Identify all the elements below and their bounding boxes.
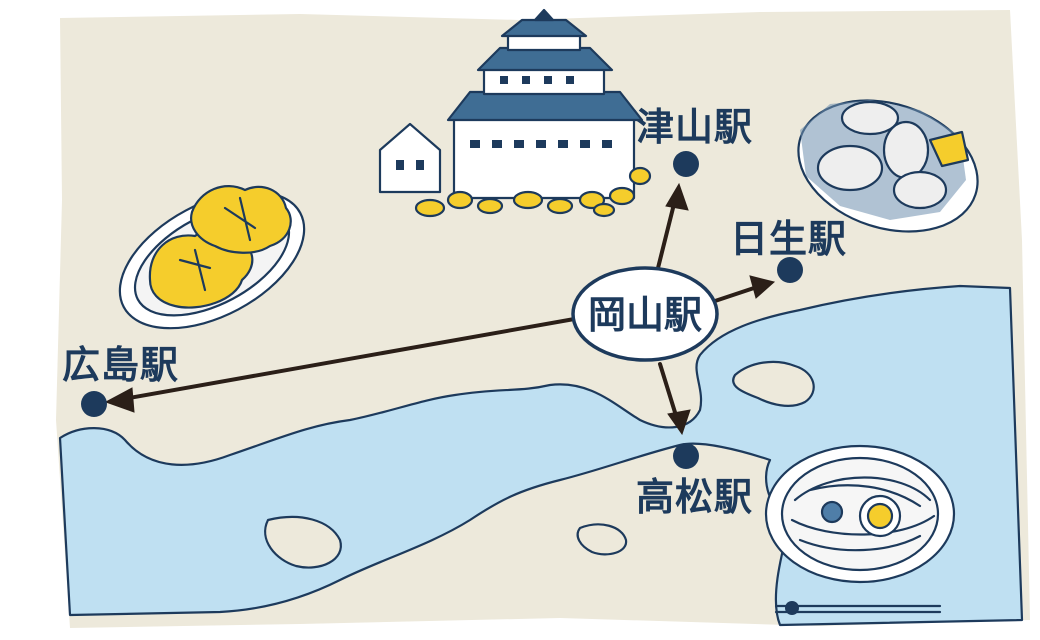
station-dot-tsuyama[interactable] — [673, 151, 699, 177]
station-dot-takamatsu[interactable] — [673, 443, 699, 469]
route-arrowhead-hiroshima — [104, 387, 135, 413]
hub-okayama[interactable]: 岡山駅 — [571, 266, 719, 362]
station-label-hiroshima[interactable]: 広島駅 — [62, 343, 179, 387]
route-arrow-hinase — [710, 284, 762, 304]
station-label-takamatsu[interactable]: 高松駅 — [636, 475, 753, 519]
station-label-hinase[interactable]: 日生駅 — [730, 217, 847, 261]
route-arrow-hiroshima — [116, 316, 582, 402]
station-dot-hinase[interactable] — [777, 257, 803, 283]
route-arrowhead-takamatsu — [667, 409, 691, 436]
route-arrows — [104, 182, 776, 436]
island-2 — [264, 515, 342, 569]
okayama-castle-icon — [378, 8, 652, 218]
route-arrowhead-tsuyama — [665, 182, 689, 211]
route-arrowhead-hinase — [749, 275, 776, 299]
station-dot-hiroshima[interactable] — [81, 391, 107, 417]
oyster-plate-icon — [797, 99, 979, 233]
hub-oval — [571, 266, 719, 362]
station-label-tsuyama[interactable]: 津山駅 — [636, 105, 753, 149]
hub-label: 岡山駅 — [588, 293, 702, 337]
udon-bowl-icon — [764, 444, 956, 615]
route-arrow-tsuyama — [656, 194, 678, 270]
island-3 — [576, 523, 628, 556]
island-1 — [732, 360, 815, 407]
momiji-manju-icon — [118, 185, 306, 330]
